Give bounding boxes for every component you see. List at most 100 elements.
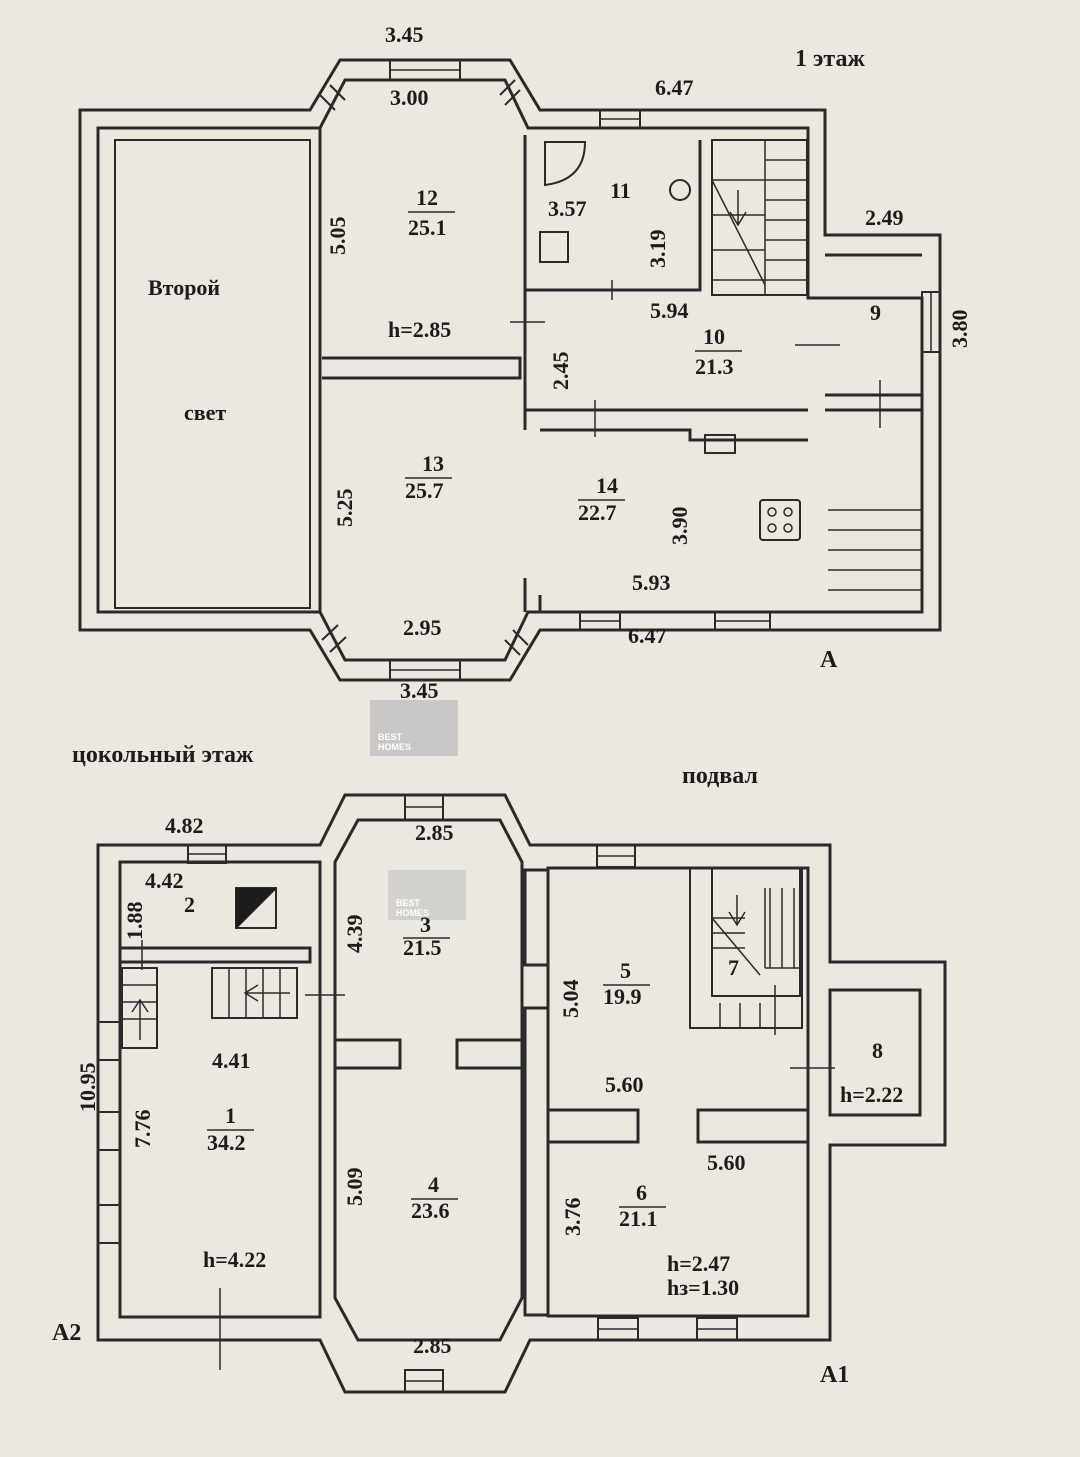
- dim-r14-width: 5.93: [632, 570, 671, 595]
- toilet-icon: [669, 179, 691, 201]
- dim-r14-height: 3.90: [667, 507, 692, 546]
- basement-right-stairs: [689, 867, 803, 1029]
- room-1-number: 1: [225, 1103, 236, 1128]
- room-11-number: 11: [610, 178, 631, 203]
- room-7-number: 7: [728, 955, 739, 980]
- dim-bay-top: 2.85: [415, 820, 454, 845]
- wall-4-6: [523, 1006, 550, 1317]
- dim-bay-bottom: 2.85: [413, 1333, 452, 1358]
- svg-text:BEST: BEST: [378, 732, 403, 742]
- void-label-line1: Второй: [148, 275, 220, 300]
- dim-r2-width: 4.42: [145, 868, 184, 893]
- section-mark-a: A: [820, 647, 838, 673]
- room-6-ceiling-height: h=2.47: [667, 1251, 730, 1276]
- room-12-number: 12: [416, 185, 438, 210]
- kitchen-sink-icon: [704, 434, 736, 454]
- dim-r3-height: 4.39: [342, 915, 367, 954]
- floor-1-inner-wall: [96, 78, 924, 662]
- dim-bottom-bay-inner: 2.95: [403, 615, 442, 640]
- void-label-line2: свет: [184, 400, 226, 425]
- stove-icon: [759, 499, 801, 541]
- basement-left-stairs: [121, 967, 298, 1049]
- room-5-area: 19.9: [603, 984, 642, 1009]
- room-5-number: 5: [620, 958, 631, 983]
- floor-1-stairs: [711, 139, 808, 296]
- dim-r1-height: 7.76: [130, 1110, 155, 1149]
- dim-r2-height: 1.88: [122, 902, 147, 941]
- svg-text:BEST: BEST: [396, 898, 421, 908]
- section-mark-a2: A2: [52, 1320, 81, 1346]
- dim-top-bay: 3.45: [385, 22, 424, 47]
- dim-r2-width-outer: 4.82: [165, 813, 204, 838]
- wall-room-2: [120, 946, 312, 964]
- room-3-area: 21.5: [403, 935, 442, 960]
- dim-r5-height: 5.04: [558, 980, 583, 1019]
- room-8-number: 8: [872, 1038, 883, 1063]
- dim-r10-height: 2.45: [548, 352, 573, 391]
- room-6-number: 6: [636, 1180, 647, 1205]
- dim-r13-height: 5.25: [332, 489, 357, 528]
- floor-1-windows: [319, 59, 941, 681]
- pier-left: [333, 1038, 402, 1070]
- dim-total-height: 10.95: [75, 1063, 100, 1113]
- room-13-area: 25.7: [405, 478, 444, 503]
- room-6-area: 21.1: [619, 1206, 658, 1231]
- room-4-number: 4: [428, 1172, 439, 1197]
- room-2-number: 2: [184, 892, 195, 917]
- pier-room-6-right: [696, 1108, 810, 1144]
- section-mark-a1: A1: [820, 1362, 849, 1388]
- room-1-area: 34.2: [207, 1130, 246, 1155]
- room-14-area: 22.7: [578, 500, 617, 525]
- room-3-number: 3: [420, 912, 431, 937]
- dim-r9-width: 2.49: [865, 205, 904, 230]
- wall-10-14: [525, 408, 808, 442]
- floor-1-plan: 1 этаж 3.45 3.00 6.47 5.05 3.57 3.19 2.4…: [78, 22, 972, 703]
- floor-1-door-marks: [510, 280, 881, 437]
- dim-r4-height: 5.09: [342, 1168, 367, 1207]
- basement-outer-wall: [96, 793, 947, 1394]
- dim-bottom-bay: 3.45: [400, 678, 439, 703]
- dim-top-right: 6.47: [655, 75, 694, 100]
- wall-3-5: [523, 868, 550, 967]
- svg-text:HOMES: HOMES: [396, 908, 429, 918]
- basement-title-right: подвал: [682, 763, 758, 789]
- sink-icon: [539, 231, 569, 263]
- floor-1-outer-wall: [78, 58, 942, 682]
- dim-r12-height: 5.05: [325, 217, 350, 256]
- dim-r10-width: 5.94: [650, 298, 689, 323]
- room-12-ceiling-height: h=2.85: [388, 317, 451, 342]
- basement-plan: цокольный этаж подвал: [52, 700, 947, 1394]
- pier-right: [455, 1038, 524, 1070]
- room-10-number: 10: [703, 324, 725, 349]
- floor-1-title: 1 этаж: [795, 46, 865, 72]
- second-light-void: [114, 139, 311, 609]
- wall-room-9: [825, 253, 924, 612]
- room-8-ceiling-height: h=2.22: [840, 1082, 903, 1107]
- dim-r9-height: 3.80: [947, 310, 972, 349]
- watermark-top: BEST HOMES: [370, 700, 458, 756]
- room-13-number: 13: [422, 451, 444, 476]
- room-8-box: [828, 988, 922, 1117]
- dim-r1-width: 4.41: [212, 1048, 251, 1073]
- room-4-area: 23.6: [411, 1198, 450, 1223]
- dim-bottom-right: 6.47: [628, 623, 667, 648]
- basement-windows: [97, 794, 738, 1393]
- dim-r6-height: 3.76: [560, 1198, 585, 1237]
- room-9-number: 9: [870, 300, 881, 325]
- pier-room-6-left: [546, 1108, 640, 1144]
- room-6-ceiling-height-2: hз=1.30: [667, 1275, 739, 1300]
- room-1-ceiling-height: h=4.22: [203, 1247, 266, 1272]
- room-14-number: 14: [596, 473, 618, 498]
- room-12-area: 25.1: [408, 215, 447, 240]
- watermark-middle: BEST HOMES: [388, 870, 466, 920]
- room-10-area: 21.3: [695, 354, 734, 379]
- dim-r11-height: 3.19: [645, 230, 670, 269]
- dim-top-bay-inner: 3.00: [390, 85, 429, 110]
- shower-icon: [544, 141, 587, 187]
- dim-r6-width: 5.60: [707, 1150, 746, 1175]
- dim-r5-width: 5.60: [605, 1072, 644, 1097]
- boiler-icon-fill: [236, 888, 276, 928]
- porch-steps: [828, 509, 922, 591]
- wall-room-11: [523, 135, 702, 430]
- wall-14-bottom: [523, 578, 542, 612]
